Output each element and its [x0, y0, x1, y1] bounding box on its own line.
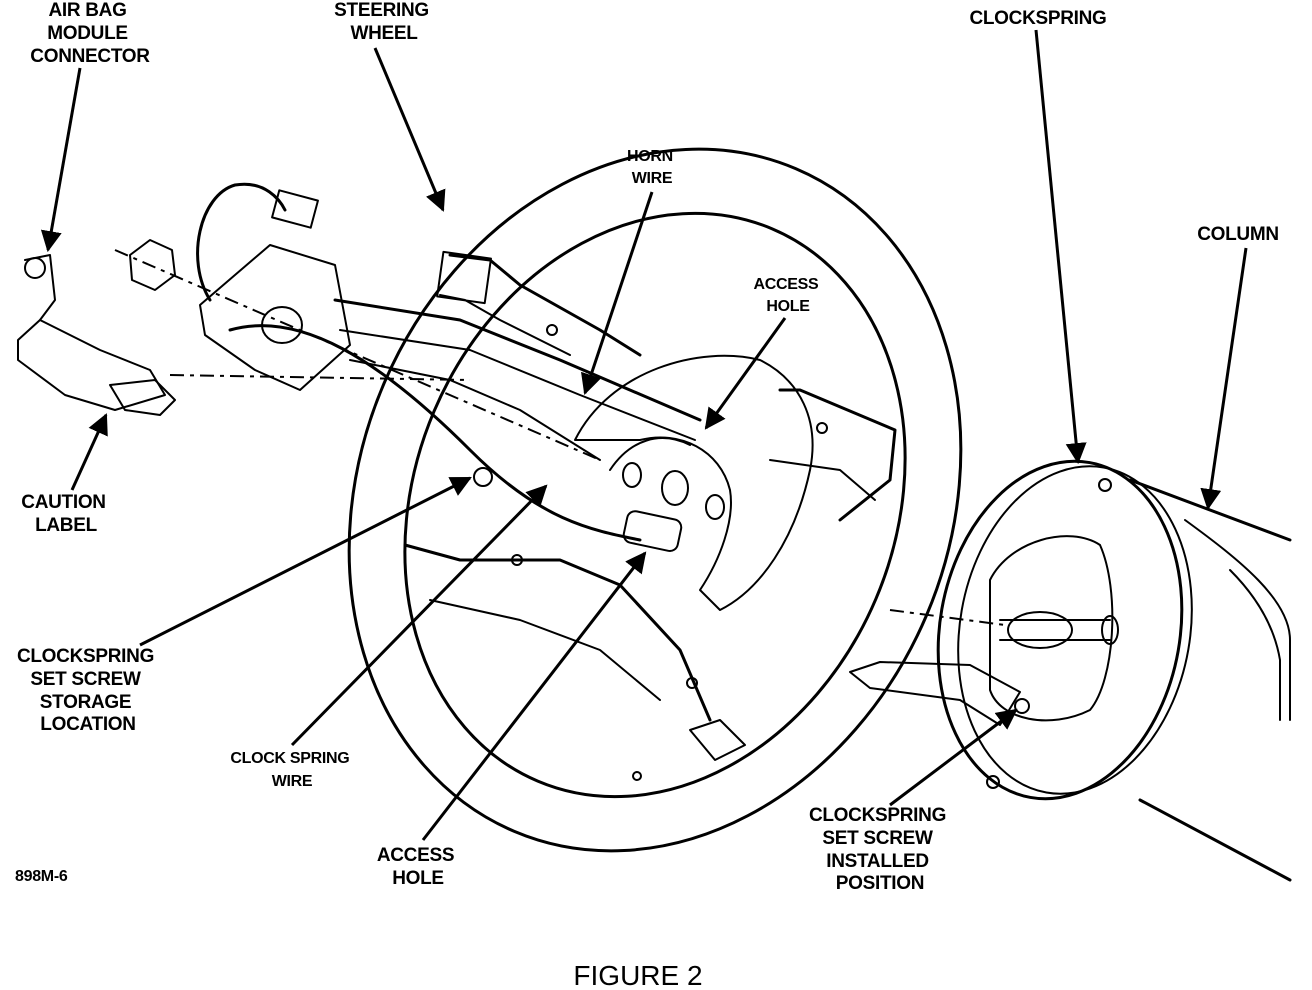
leader-caution-label [70, 413, 108, 491]
leader-clock-spring-wire [290, 484, 548, 747]
label-access-hole-lower: ACCESS HOLE [377, 845, 459, 889]
leader-lines [40, 29, 1248, 841]
label-set-screw-installed: CLOCKSPRING SET SCREW INSTALLED POSITION [809, 805, 951, 894]
leader-access-hole-lower [421, 551, 647, 841]
leader-clockspring [1034, 29, 1087, 465]
label-air-bag-connector: AIR BAG MODULE CONNECTOR [30, 0, 150, 67]
figure-caption: FIGURE 2 [573, 960, 702, 990]
air-bag-module-drawing [17, 182, 702, 552]
label-clock-spring-wire: CLOCK SPRING WIRE [230, 750, 353, 790]
diagram-labels: AIR BAG MODULE CONNECTOR STEERING WHEEL … [15, 0, 1279, 990]
leader-steering-wheel [373, 47, 446, 212]
leader-air-bag-connector [40, 67, 82, 253]
label-set-screw-storage: CLOCKSPRING SET SCREW STORAGE LOCATION [17, 646, 159, 735]
clockspring-column-drawing [849, 459, 1292, 882]
label-horn-wire: HORN WIRE [627, 148, 677, 187]
leader-set-screw-storage [139, 476, 472, 647]
leader-column [1200, 247, 1248, 511]
leader-horn-wire [581, 191, 654, 395]
label-access-hole-upper: ACCESS HOLE [753, 276, 822, 315]
label-clockspring: CLOCKSPRING [969, 8, 1106, 29]
label-caution-label: CAUTION LABEL [21, 492, 110, 536]
leader-set-screw-installed [889, 708, 1018, 807]
label-steering-wheel: STEERING WHEEL [334, 0, 434, 44]
steering-wheel-drawing [347, 147, 963, 853]
figure-code: 898M-6 [15, 868, 68, 885]
leader-access-hole-upper [704, 317, 787, 430]
label-column: COLUMN [1197, 224, 1279, 245]
